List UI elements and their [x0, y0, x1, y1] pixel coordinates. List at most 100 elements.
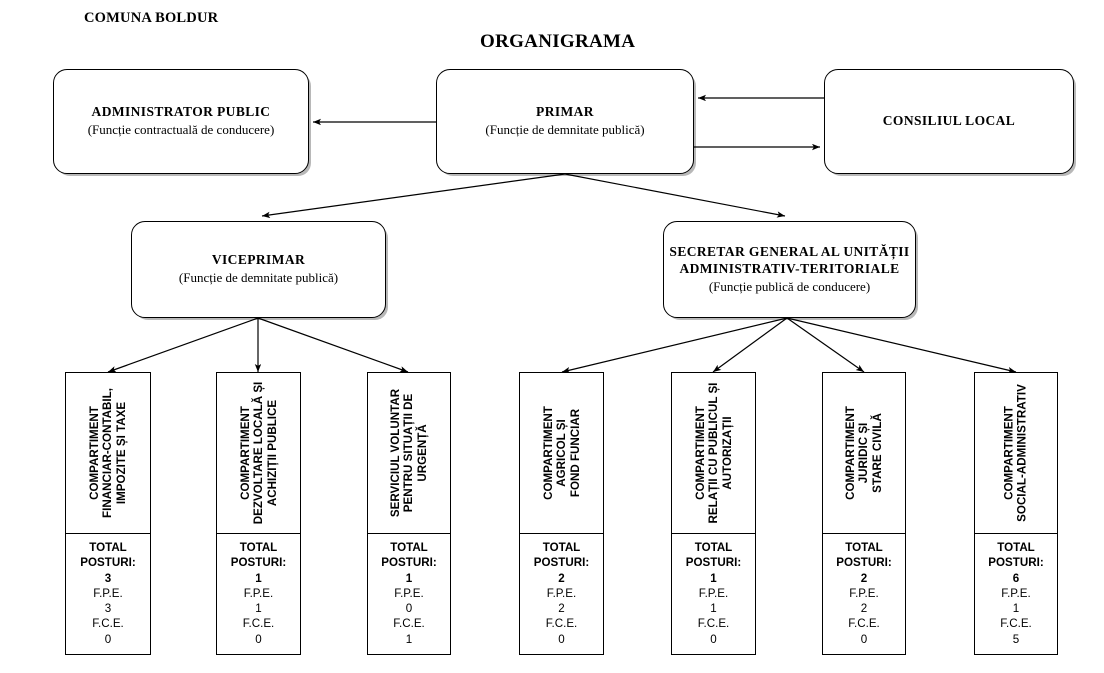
totals-fpe-label: F.P.E. [243, 586, 274, 600]
department-name-line: FINANCIAR-CONTABIL, [101, 388, 115, 518]
department-name-line: FOND FUNCIAR [568, 408, 582, 498]
department-name-line: DEZVOLTARE LOCALĂ ȘI [251, 381, 265, 525]
totals-total-label: TOTAL [390, 540, 428, 554]
totals-fce-label: F.C.E. [92, 617, 124, 631]
totals-fce-label: F.C.E. [393, 617, 425, 631]
department-name-line: PENTRU SITUAȚII DE [402, 393, 416, 513]
totals-fpe-value: 3 [104, 602, 112, 616]
totals-total-label: TOTAL [694, 540, 733, 554]
totals-posturi-value: 3 [104, 571, 112, 585]
totals-fce-label: F.C.E. [1000, 617, 1032, 631]
department-name-line: COMPARTIMENT [238, 406, 252, 500]
totals-total-label: TOTAL [239, 540, 278, 554]
totals-fce-value: 0 [710, 632, 717, 646]
box-viceprimar-subtitle: (Funcție de demnitate publică) [178, 270, 339, 286]
box-primar[interactable]: PRIMAR (Funcție de demnitate publică) [436, 69, 694, 174]
box-primar-subtitle: (Funcție de demnitate publică) [485, 122, 645, 138]
totals-posturi-label: POSTURI: [685, 556, 742, 570]
department-name-line: COMPARTIMENT [843, 406, 857, 500]
department-name-line: SOCIAL-ADMINISTRATIV [1016, 384, 1029, 522]
totals-fce-value: 0 [860, 632, 868, 646]
totals-fpe-value: 0 [405, 602, 413, 616]
totals-posturi-value: 1 [255, 571, 262, 585]
box-secretar-general-subtitle: (Funcție publică de conducere) [708, 278, 871, 294]
department-name-line: COMPARTIMENT [693, 406, 707, 500]
totals-posturi-label: POSTURI: [836, 556, 892, 570]
box-administrator-public[interactable]: ADMINISTRATOR PUBLIC (Funcție contractua… [53, 69, 309, 174]
box-administrator-public-title: ADMINISTRATOR PUBLIC [91, 104, 271, 120]
box-administrator-public-subtitle: (Funcție contractuală de conducere) [87, 122, 275, 138]
totals-fpe-label: F.P.E. [849, 586, 879, 600]
box-viceprimar[interactable]: VICEPRIMAR (Funcție de demnitate publică… [131, 221, 386, 318]
box-secretar-general[interactable]: SECRETAR GENERAL AL UNITĂȚII ADMINISTRAT… [663, 221, 916, 318]
totals-fpe-label: F.P.E. [1001, 586, 1031, 600]
totals-total-label: TOTAL [89, 540, 127, 554]
totals-posturi-value: 6 [1012, 571, 1020, 585]
department-name-line: COMPARTIMENT [1002, 406, 1016, 500]
totals-posturi-label: POSTURI: [80, 556, 136, 570]
department-name-line: JURIDIC ȘI [857, 422, 871, 484]
totals-fpe-value: 1 [710, 602, 717, 616]
box-primar-title: PRIMAR [536, 104, 594, 120]
totals-posturi-label: POSTURI: [230, 556, 287, 570]
totals-posturi-value: 2 [558, 571, 565, 585]
totals-fce-value: 0 [104, 632, 112, 646]
box-consiliul-local[interactable]: CONSILIUL LOCAL [824, 69, 1074, 174]
page-title: ORGANIGRAMA [480, 31, 636, 52]
totals-fpe-label: F.P.E. [698, 586, 729, 600]
totals-fce-label: F.C.E. [848, 617, 880, 631]
totals-posturi-value: 1 [710, 571, 717, 585]
box-secretar-general-title-line2: ADMINISTRATIV-TERITORIALE [679, 260, 900, 276]
totals-fpe-label: F.P.E. [394, 586, 424, 600]
totals-posturi-label: POSTURI: [533, 556, 590, 570]
totals-fce-value: 1 [405, 632, 413, 646]
department-name-line: STARE CIVILĂ [870, 413, 884, 493]
totals-fpe-value: 1 [255, 602, 262, 616]
totals-total-label: TOTAL [997, 540, 1035, 554]
totals-fpe-value: 2 [860, 602, 868, 616]
totals-fce-label: F.C.E. [697, 617, 730, 631]
totals-posturi-label: POSTURI: [988, 556, 1044, 570]
totals-fce-value: 0 [255, 632, 262, 646]
totals-posturi-label: POSTURI: [381, 556, 437, 570]
totals-fpe-label: F.P.E. [546, 586, 577, 600]
totals-fce-label: F.C.E. [545, 617, 578, 631]
totals-posturi-value: 1 [405, 571, 413, 585]
totals-posturi-value: 2 [860, 571, 868, 585]
department-name-line: AGRICOL ȘI [554, 419, 568, 487]
department-name-line: AUTORIZAȚII [720, 416, 734, 490]
comuna-label: COMUNA BOLDUR [84, 10, 219, 26]
box-viceprimar-title: VICEPRIMAR [211, 252, 306, 268]
totals-fce-value: 5 [1012, 632, 1020, 646]
department-name-line: RELAȚII CU PUBLICUL ȘI [706, 382, 720, 524]
box-consiliul-local-title: CONSILIUL LOCAL [882, 113, 1016, 129]
department-name-line: SERVICIUL VOLUNTAR [388, 388, 402, 518]
totals-fce-label: F.C.E. [242, 617, 275, 631]
department-name-line: URGENȚĂ [415, 424, 429, 482]
